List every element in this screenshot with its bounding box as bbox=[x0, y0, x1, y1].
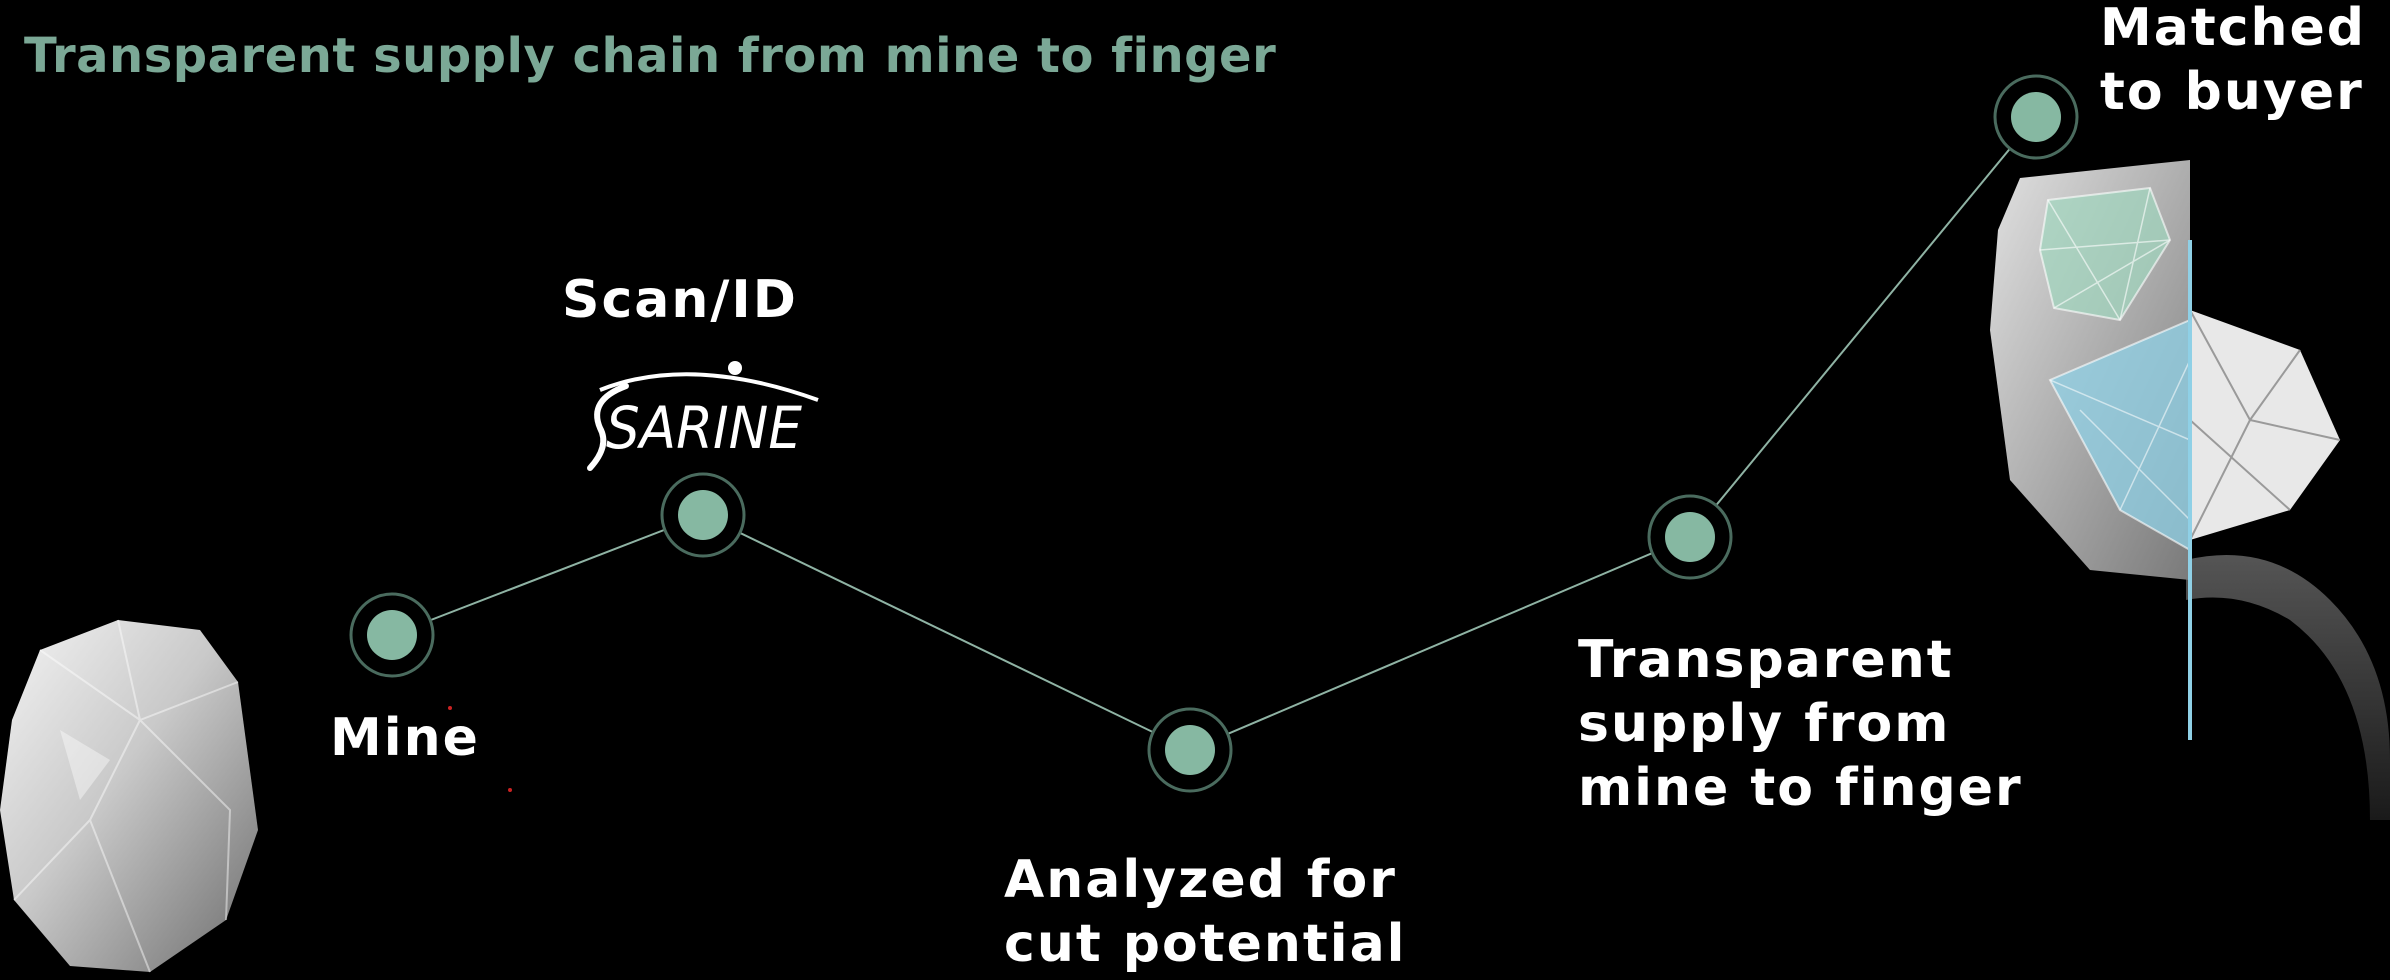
step-node-scan bbox=[660, 472, 746, 558]
red-dot bbox=[448, 706, 452, 710]
step-label-scan: Scan/ID bbox=[562, 270, 798, 330]
diamond-ring-image bbox=[1990, 160, 2390, 820]
red-dot bbox=[508, 788, 512, 792]
step-node-analyzed bbox=[1147, 707, 1233, 793]
connector-mine-scan bbox=[391, 514, 704, 636]
rough-diamond-image bbox=[0, 619, 258, 973]
step-label-mine: Mine bbox=[330, 708, 480, 768]
step-label-matched: Matched to buyer bbox=[2100, 0, 2367, 122]
step-label-analyzed: Analyzed for cut potential bbox=[1004, 850, 1407, 974]
connector-scan-analyzed bbox=[702, 514, 1191, 751]
page-title: Transparent supply chain from mine to fi… bbox=[24, 28, 1277, 84]
step-label-transparent: Transparent supply from mine to finger bbox=[1578, 630, 2023, 818]
step-node-mine bbox=[349, 592, 435, 678]
connector-lines bbox=[391, 116, 2037, 751]
sarine-logo: SARINE bbox=[587, 361, 819, 471]
step-node-transparent bbox=[1647, 494, 1733, 580]
sarine-logo-text: SARINE bbox=[606, 394, 802, 462]
connector-transparent-matched bbox=[1689, 116, 2037, 538]
connector-analyzed-transparent bbox=[1189, 536, 1691, 751]
step-node-matched bbox=[1993, 74, 2079, 160]
